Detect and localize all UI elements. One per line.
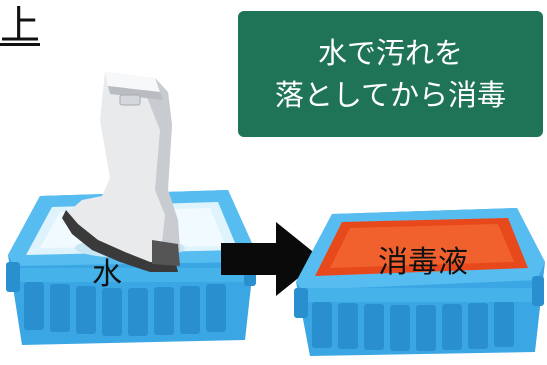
water-label: 水 xyxy=(92,257,122,292)
disinfectant-tray-icon xyxy=(294,208,545,356)
arrow-right-icon xyxy=(221,222,322,296)
instruction-line-2: 落としてから消毒 xyxy=(274,78,507,112)
instruction-box: 水で汚れを 落としてから消毒 xyxy=(238,11,543,137)
disinfectant-label: 消毒液 xyxy=(378,245,468,280)
boot-icon xyxy=(62,72,185,272)
corner-label: 上 xyxy=(0,3,40,49)
instruction-line-1: 水で汚れを xyxy=(317,35,463,70)
